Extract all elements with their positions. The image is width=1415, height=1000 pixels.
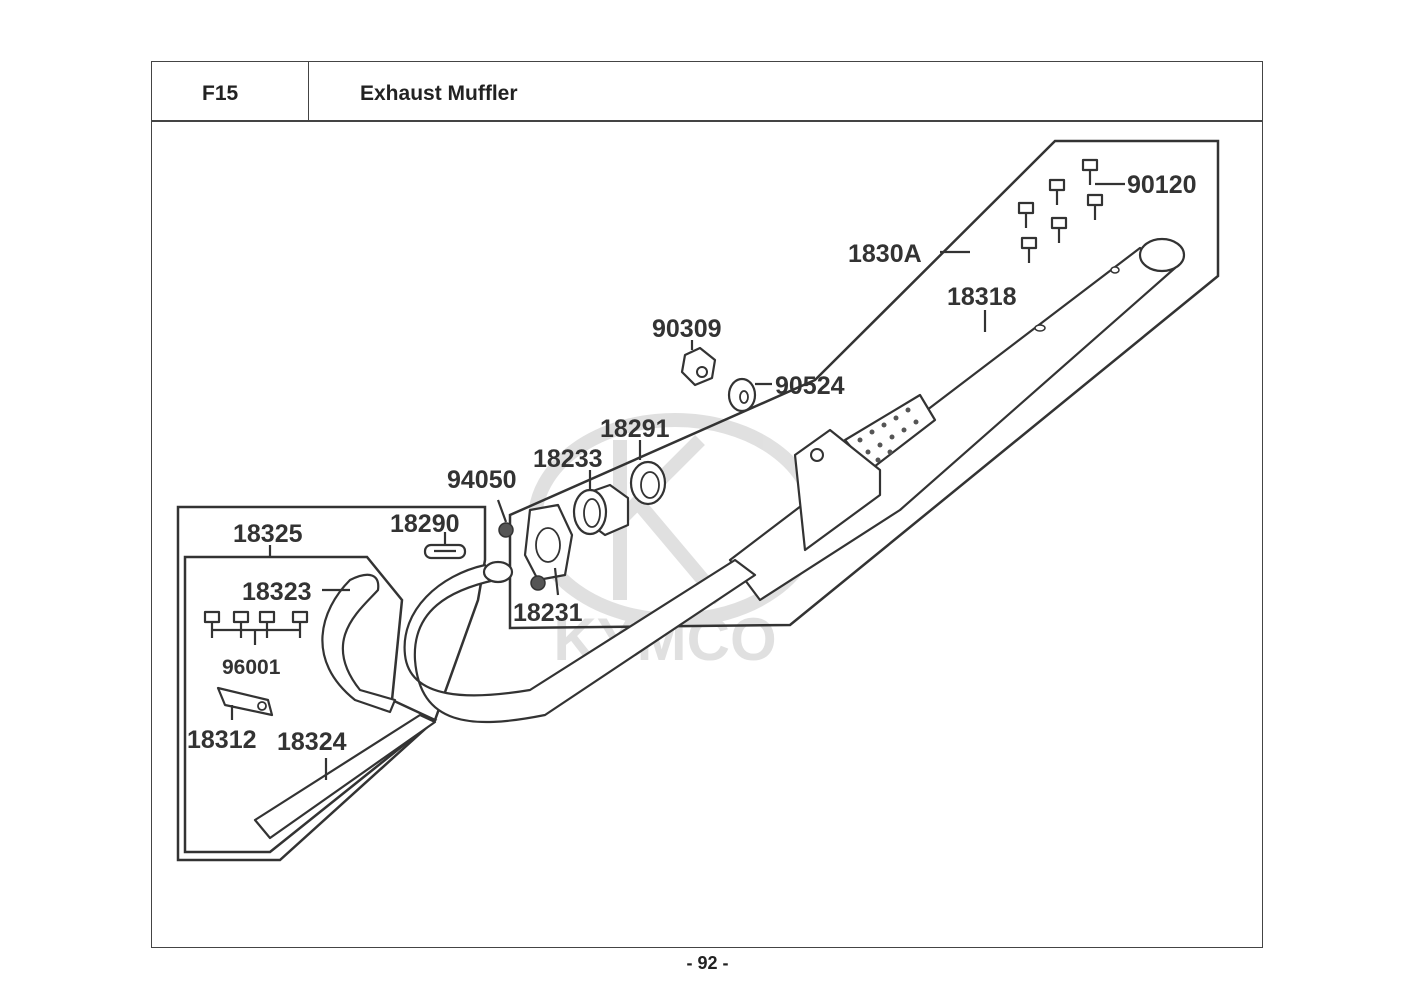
label-90524: 90524: [775, 372, 845, 400]
label-18312: 18312: [187, 726, 257, 754]
clip-18290: [423, 532, 467, 560]
label-96001: 96001: [222, 656, 281, 679]
label-18324: 18324: [277, 728, 347, 756]
heat-shield-18323: [321, 573, 397, 714]
label-90120: 90120: [1127, 171, 1197, 199]
leader-lines: [268, 250, 987, 780]
page-number: - 92 -: [686, 953, 729, 973]
label-18233: 18233: [533, 445, 603, 473]
section-code: F15: [202, 82, 239, 105]
bracket-18312: [216, 686, 274, 720]
label-1830A: 1830A: [848, 240, 922, 268]
label-18291: 18291: [600, 415, 670, 443]
label-18323: 18323: [242, 578, 312, 606]
gasket-18291: [629, 460, 667, 506]
washer-90524: [727, 377, 772, 413]
bolts-96001: [203, 610, 309, 645]
bolts-90120: [1017, 158, 1125, 263]
label-18325: 18325: [233, 520, 303, 548]
section-code-cell: F15: [151, 61, 309, 121]
label-18231: 18231: [513, 599, 583, 627]
section-title-cell: Exhaust Muffler: [308, 61, 1263, 121]
joint-18233: [572, 483, 630, 537]
label-18318: 18318: [947, 283, 1017, 311]
section-title: Exhaust Muffler: [360, 82, 518, 105]
nuts-94050: [496, 499, 546, 591]
exhaust-pipe: [253, 558, 757, 840]
label-94050: 94050: [447, 466, 517, 494]
muffler-body-18318: [728, 237, 1186, 602]
exhaust-pipe-inner-outline: [183, 555, 438, 854]
exhaust-pipe-group-outline: [176, 505, 487, 862]
label-18290: 18290: [390, 510, 460, 538]
diagram-frame: [151, 121, 1263, 948]
flange-18231: [523, 503, 574, 582]
nut-90309: [680, 340, 717, 387]
label-90309: 90309: [652, 315, 722, 343]
